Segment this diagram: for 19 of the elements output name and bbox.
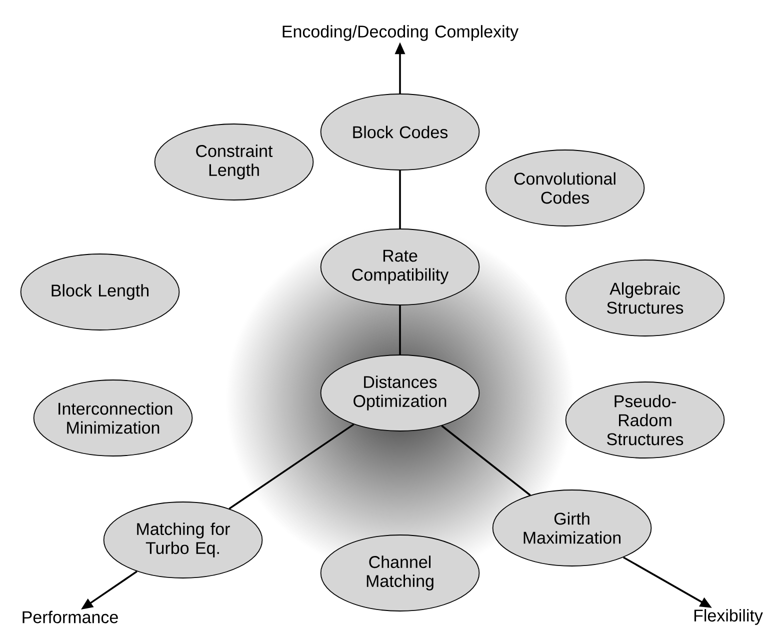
ellipse-node: Distances Optimization <box>320 354 480 432</box>
axis-label: Performance <box>22 610 118 624</box>
connector-line <box>441 425 531 496</box>
ellipse-node: Interconnection Minimization <box>33 380 193 456</box>
connector-line <box>399 305 401 355</box>
ellipse-node: Girth Maximization <box>492 490 652 566</box>
ellipse-node: Channel Matching <box>320 534 480 612</box>
connector-line <box>228 424 354 510</box>
connector-line <box>399 170 401 229</box>
axis-label: Flexibility <box>694 609 763 625</box>
ellipse-node: Convolutional Codes <box>485 150 645 226</box>
ellipse-node: Rate Compatibility <box>320 228 480 306</box>
axis-label: Encoding/Decoding Complexity <box>282 25 519 41</box>
ellipse-node: Pseudo-Radom Structures <box>565 382 725 458</box>
ellipse-node: Matching for Turbo Eq. <box>103 502 263 578</box>
ellipse-node: Constraint Length <box>154 124 314 200</box>
ellipse-node: Algebraic Structures <box>565 260 725 336</box>
ellipse-node: Block Codes <box>320 94 480 170</box>
ellipse-node: Block Length <box>20 254 180 330</box>
